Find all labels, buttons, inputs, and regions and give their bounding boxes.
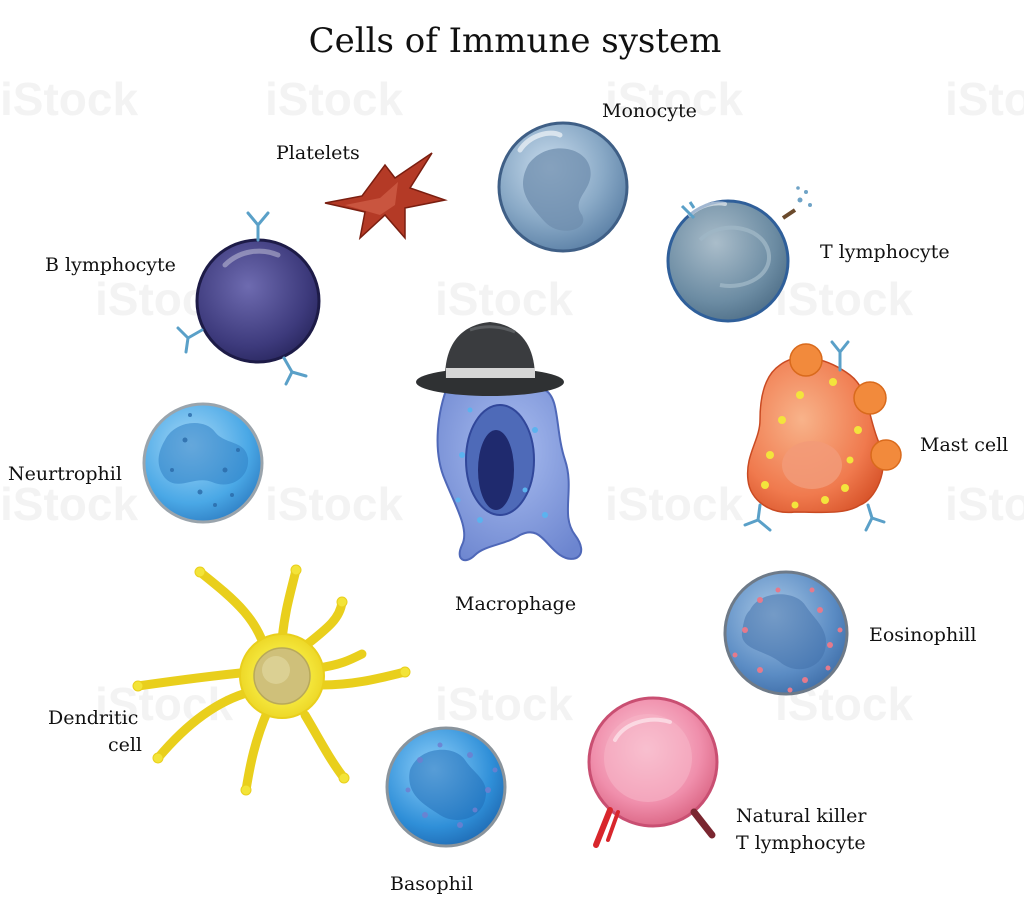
watermark: iStock	[435, 678, 573, 730]
mast-cell	[743, 340, 902, 532]
natural-killer-label-line1: Natural killer	[736, 805, 867, 827]
platelets-cell	[324, 152, 448, 241]
eosinophil-cell	[723, 570, 849, 696]
macrophage-label: Macrophage	[455, 593, 576, 615]
antibody-icon	[743, 340, 886, 532]
natural-killer-label-line2: T lymphocyte	[736, 832, 866, 854]
watermark: iStock	[265, 478, 403, 530]
b-lymphocyte-cell	[176, 211, 321, 386]
antibody-icon	[176, 211, 308, 386]
watermark: iStock	[945, 73, 1024, 125]
dendritic-label-line2: cell	[108, 734, 142, 756]
watermark: iStock	[0, 478, 138, 530]
platelets-label: Platelets	[276, 142, 360, 164]
diagram-title: Cells of Immune system	[309, 21, 722, 61]
natural-killer-cell	[587, 696, 719, 848]
t-lymphocyte-cell	[666, 186, 812, 323]
basophil-label: Basophil	[390, 873, 473, 895]
hat-icon	[416, 322, 564, 396]
watermark: iStock	[605, 478, 743, 530]
watermark: iStock	[265, 73, 403, 125]
watermark: iStock	[945, 478, 1024, 530]
b-lymphocyte-label: B lymphocyte	[45, 254, 176, 276]
monocyte-label: Monocyte	[602, 100, 697, 122]
eosinophil-label: Eosinophill	[869, 624, 976, 646]
watermark: iStock	[435, 273, 573, 325]
dendritic-cell	[132, 564, 411, 796]
mast-cell-label: Mast cell	[920, 434, 1008, 456]
t-lymphocyte-label: T lymphocyte	[820, 241, 950, 263]
basophil-cell	[385, 726, 507, 848]
macrophage-cell	[416, 322, 583, 562]
watermark: iStock	[605, 73, 743, 125]
watermark: iStock	[775, 273, 913, 325]
dendritic-label-line1: Dendritic	[48, 707, 138, 729]
neutrophil-cell	[142, 402, 264, 524]
monocyte-cell	[497, 121, 629, 253]
watermark: iStock	[0, 73, 138, 125]
neutrophil-label: Neurtrophil	[8, 463, 122, 485]
watermark-layer: iStock iStock iStock iStock iStock iStoc…	[0, 73, 1024, 730]
antibody-icon	[680, 201, 696, 220]
